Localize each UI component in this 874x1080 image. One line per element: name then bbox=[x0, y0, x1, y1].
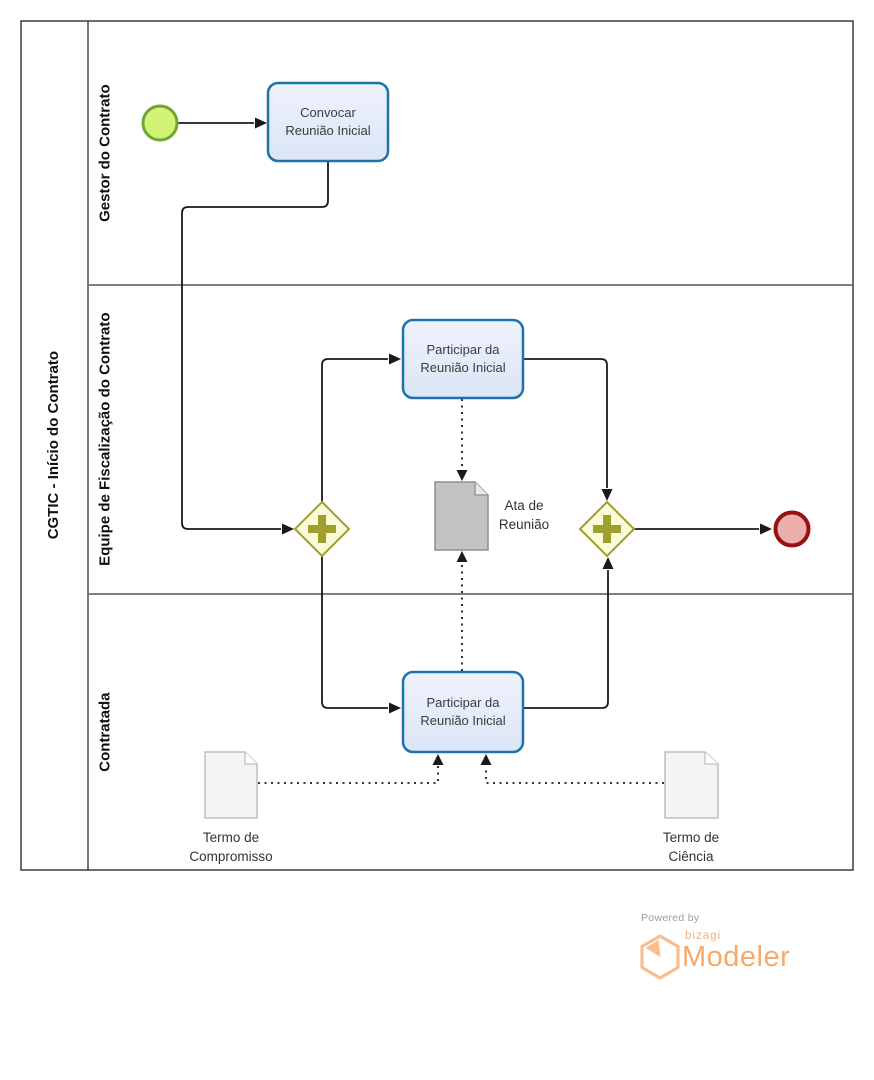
bizagi-brand-text: bizagi bbox=[685, 930, 722, 942]
task-participar-contratada bbox=[401, 670, 525, 754]
folded-corner bbox=[244, 752, 257, 765]
folded-corner bbox=[474, 482, 488, 496]
flow-gateway-join-to-end bbox=[634, 523, 772, 535]
task-convocar-reuniao bbox=[266, 81, 390, 163]
flow-gateway-split-to-participar-equipe bbox=[321, 353, 401, 502]
arrowhead bbox=[255, 117, 267, 129]
association-participar-equipe-to-ata bbox=[456, 399, 468, 481]
logo-flag bbox=[645, 940, 661, 957]
bizagi-logo-icon bbox=[640, 934, 680, 980]
end-event-icon bbox=[773, 510, 811, 548]
flow-convocar-to-gateway-split bbox=[181, 162, 329, 535]
folded-corner bbox=[704, 752, 718, 765]
powered-by-text: Powered by bbox=[641, 912, 700, 924]
arrowhead bbox=[601, 489, 613, 501]
document-termo-ciencia-icon bbox=[664, 751, 719, 819]
document-ata-icon bbox=[434, 481, 489, 551]
association-participar-contratada-to-ata bbox=[456, 551, 468, 671]
arrowhead bbox=[432, 754, 444, 765]
pool-frame bbox=[20, 20, 854, 871]
plus-icon bbox=[308, 515, 336, 543]
start-event-icon bbox=[141, 104, 179, 142]
arrowhead bbox=[389, 353, 401, 365]
flow-participar-contratada-to-gateway-join bbox=[523, 557, 614, 709]
modeler-product-text: Modeler bbox=[682, 941, 791, 973]
arrowhead bbox=[760, 523, 772, 535]
flow-start-to-convocar bbox=[178, 117, 267, 129]
arrowhead bbox=[389, 702, 401, 714]
plus-icon bbox=[593, 515, 621, 543]
arrowhead bbox=[456, 551, 468, 562]
association-termo-ciencia-to-participar bbox=[480, 754, 664, 784]
arrowhead bbox=[282, 523, 294, 535]
document-termo-compromisso-icon bbox=[204, 751, 258, 819]
arrowhead bbox=[602, 557, 614, 569]
pool-border bbox=[20, 20, 854, 871]
association-termo-compromisso-to-participar bbox=[258, 754, 444, 784]
task-participar-equipe bbox=[401, 318, 525, 400]
arrowhead bbox=[480, 754, 492, 765]
flow-participar-equipe-to-gateway-join bbox=[523, 358, 613, 501]
parallel-gateway-split-icon bbox=[293, 500, 351, 558]
parallel-gateway-join-icon bbox=[578, 500, 636, 558]
arrowhead bbox=[456, 470, 468, 481]
flow-gateway-split-to-participar-contratada bbox=[321, 556, 401, 714]
